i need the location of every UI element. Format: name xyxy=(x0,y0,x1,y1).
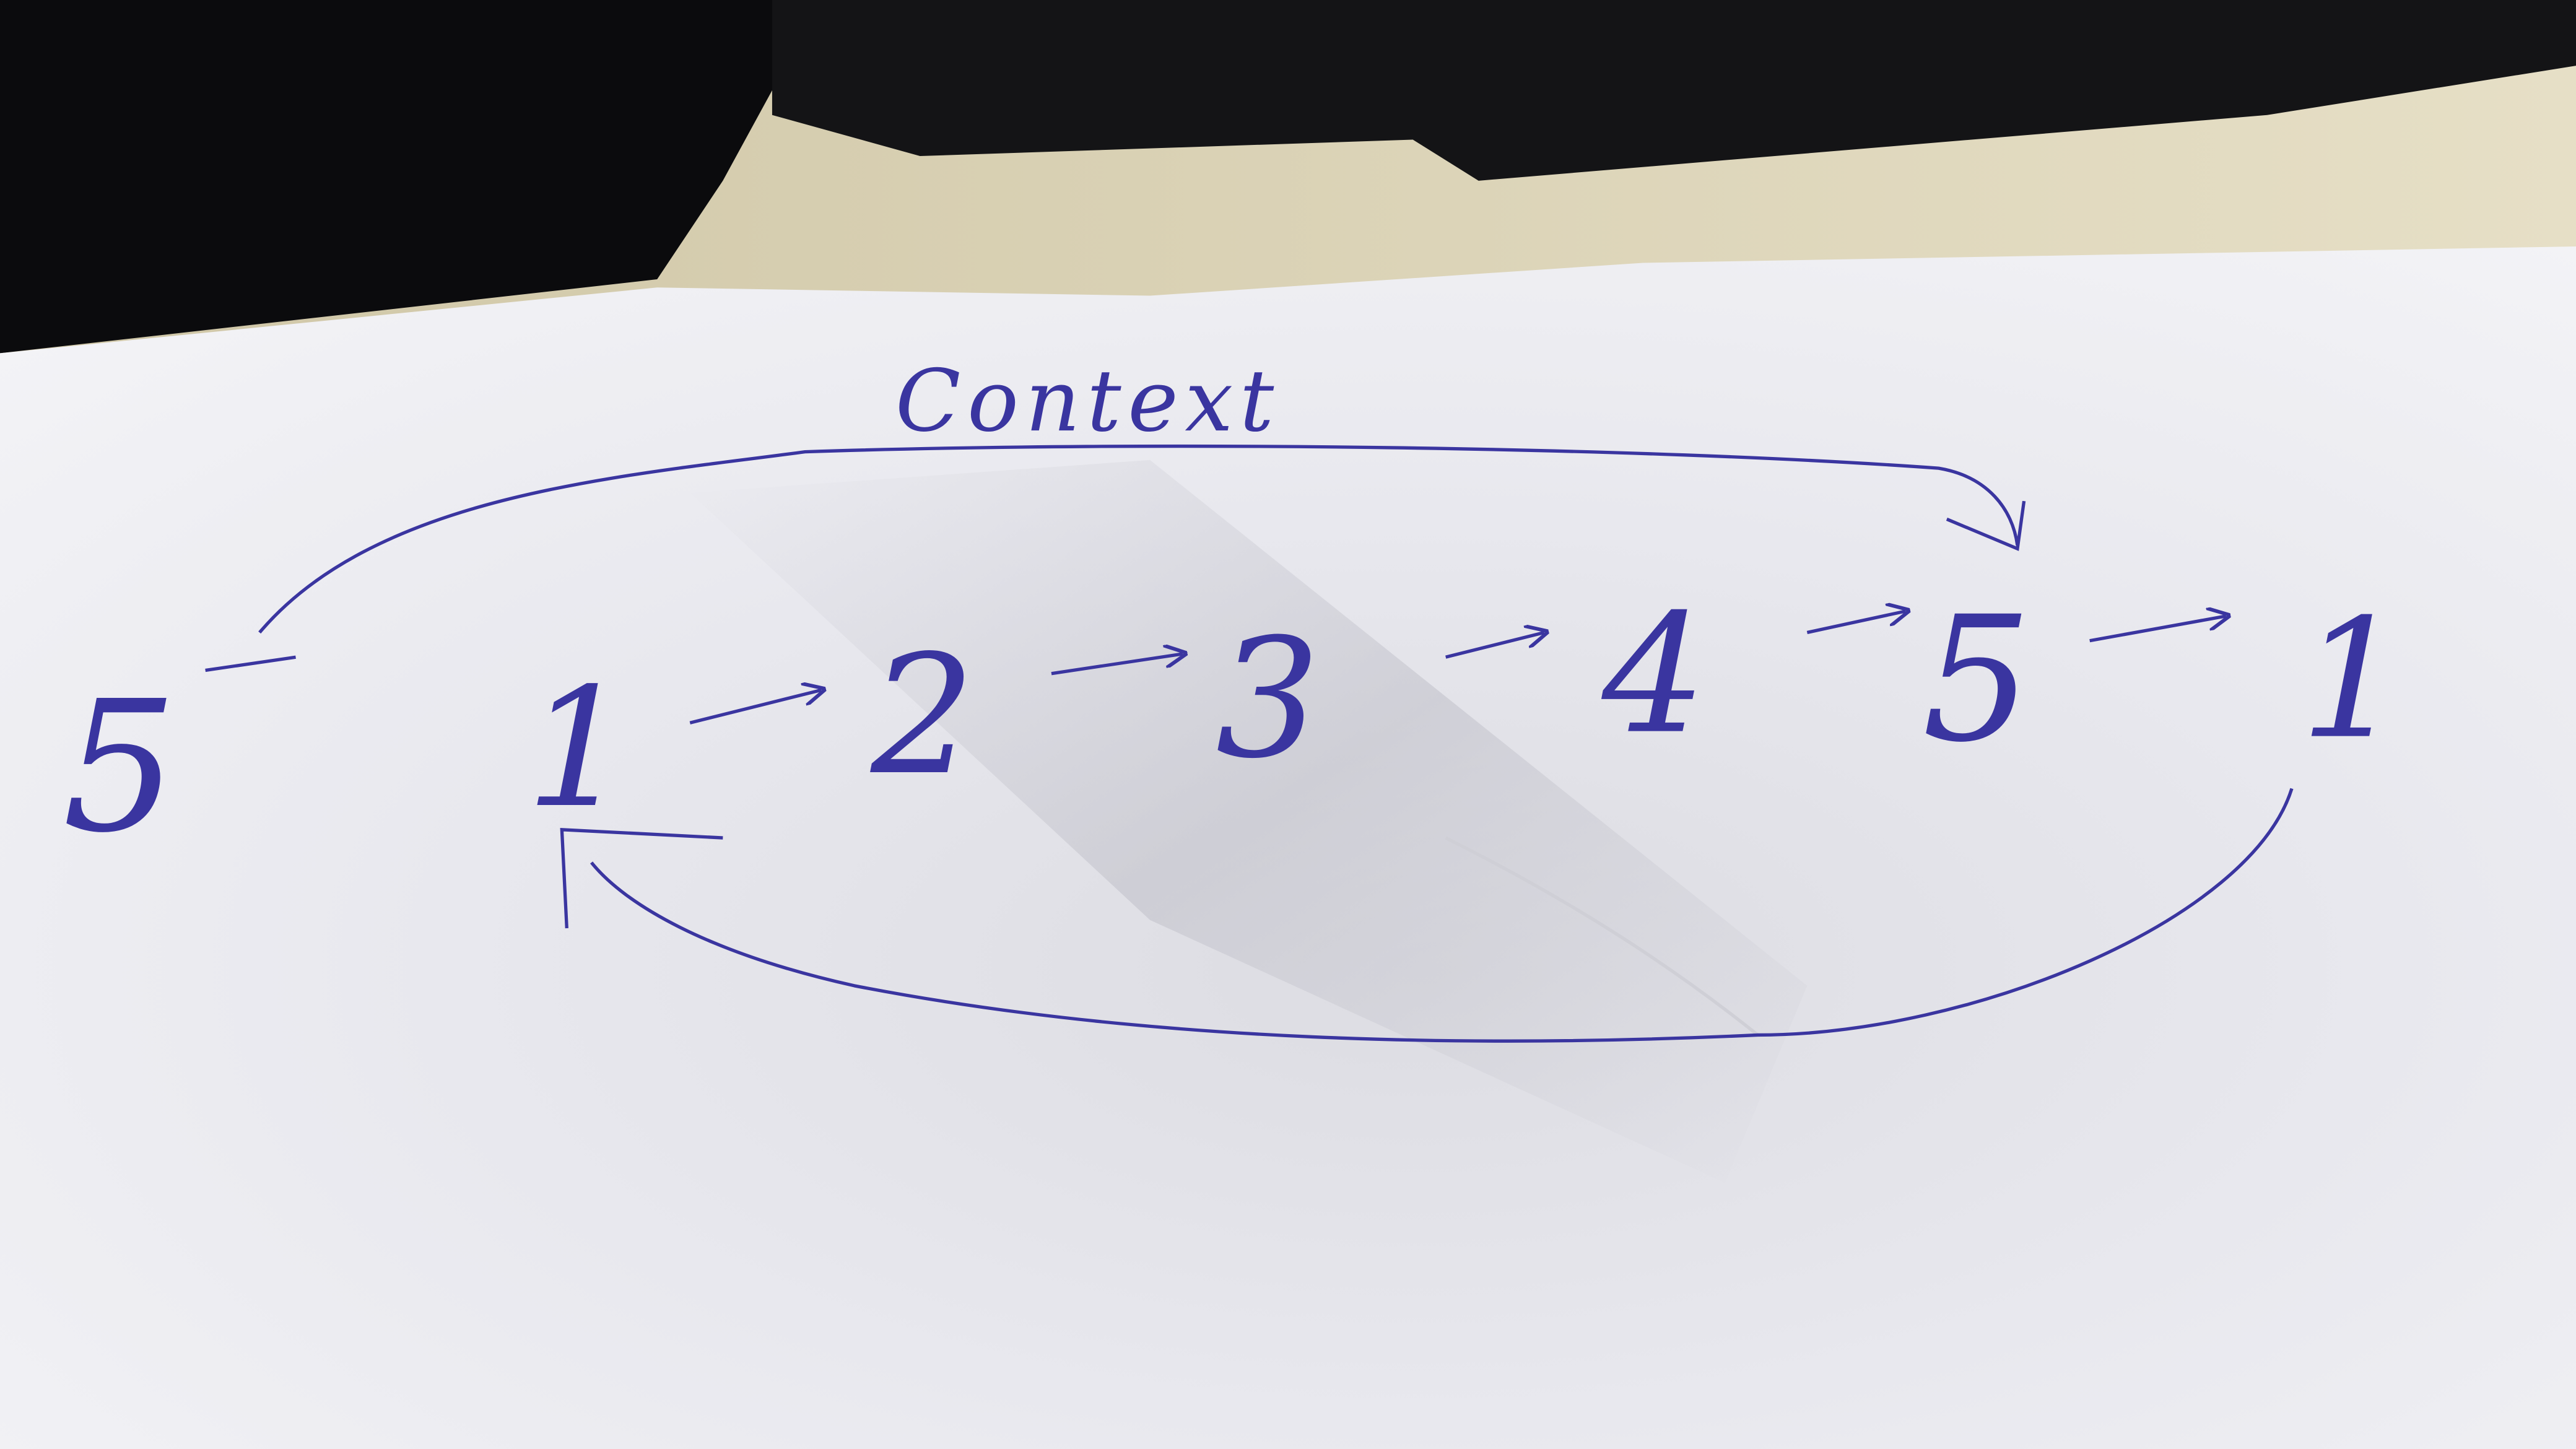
arrow-3-to-4 xyxy=(1445,632,1544,659)
sequence-item-4: 4 xyxy=(1599,579,1707,770)
sequence-item-leading-1: 1 xyxy=(526,653,630,844)
arrow-1-to-2 xyxy=(689,690,821,724)
arrow-5-to-1 xyxy=(2089,616,2226,643)
return-arrow xyxy=(590,788,2294,1043)
context-label: Context xyxy=(895,351,1281,451)
sequence-item-leading-5: 5 xyxy=(63,662,178,872)
dark-keyboard xyxy=(772,0,2576,181)
leading-5-dash xyxy=(205,655,296,672)
arrow-4-to-5 xyxy=(1806,611,1905,635)
context-arrow-head xyxy=(1946,500,2026,551)
sequence-item-2: 2 xyxy=(868,620,975,811)
sequence-item-3: 3 xyxy=(1216,603,1320,794)
paper-shadow xyxy=(690,459,1808,1183)
arrow-2-to-3 xyxy=(1051,654,1183,676)
sequence-item-trailing-5: 5 xyxy=(1922,579,2032,780)
paper-crease xyxy=(1445,836,1759,1037)
context-arrow xyxy=(258,444,2019,634)
return-arrow-head xyxy=(560,827,723,929)
dark-object-left xyxy=(0,0,822,354)
sequence-item-trailing-1: 1 xyxy=(2300,584,2404,775)
